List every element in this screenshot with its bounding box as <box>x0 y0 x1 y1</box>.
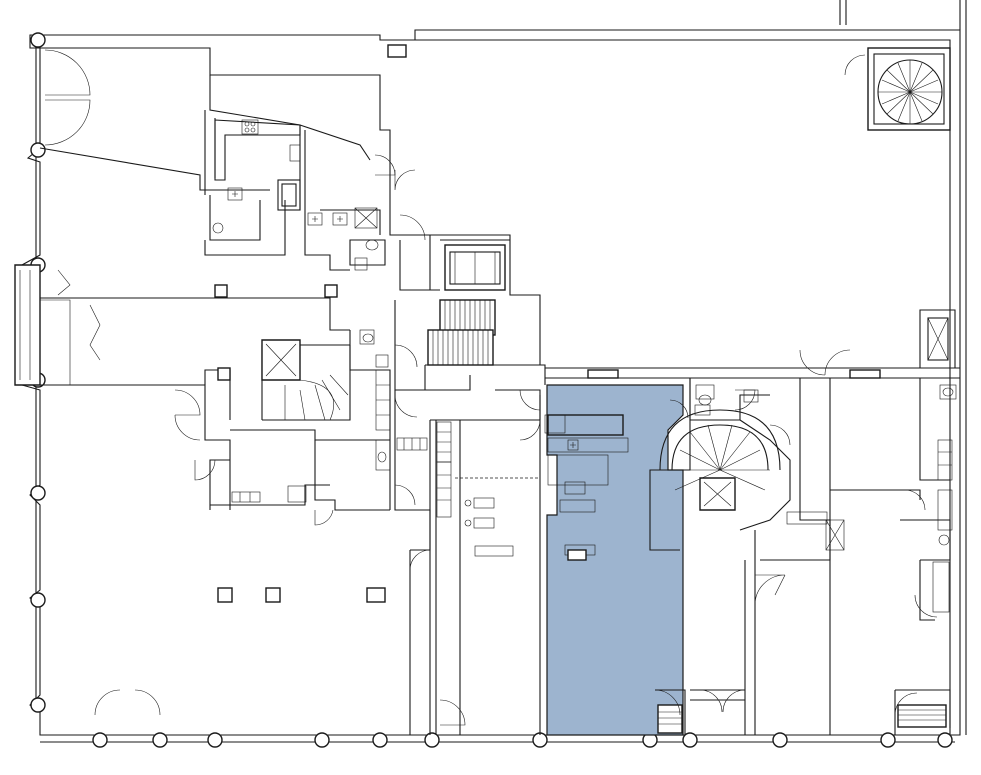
bay-window-left <box>14 264 101 386</box>
elevator-shaft <box>277 179 506 291</box>
spiral-stair-top-right <box>867 47 951 131</box>
exterior-walls <box>21 0 967 743</box>
columns <box>214 44 881 603</box>
spiral-stair-center <box>659 409 781 511</box>
doors <box>44 49 938 726</box>
spiral-stair-left <box>261 339 351 421</box>
window-bays <box>30 32 953 748</box>
stair-bottom-right <box>657 704 947 734</box>
interior-walls <box>39 47 546 735</box>
straight-stair-upper <box>427 299 496 366</box>
fixtures <box>212 119 957 613</box>
